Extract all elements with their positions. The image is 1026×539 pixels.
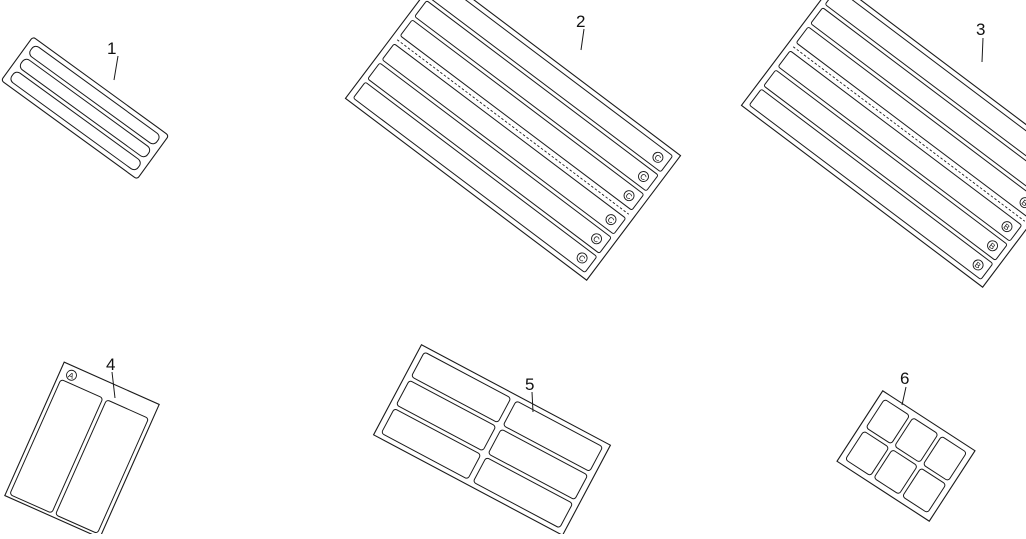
part-6-cell bbox=[895, 418, 938, 462]
svg-text:C: C bbox=[591, 234, 601, 245]
part-3: B B B B B B bbox=[740, 0, 1026, 288]
part-5-panel bbox=[473, 457, 573, 528]
svg-text:B: B bbox=[973, 260, 983, 270]
part-3-mark: B bbox=[987, 240, 998, 251]
callout-2-leader bbox=[580, 28, 585, 51]
callout-3: 3 bbox=[976, 20, 985, 39]
callout-1-leader bbox=[113, 55, 119, 81]
part-5 bbox=[372, 343, 612, 537]
part-6-cell bbox=[866, 399, 910, 444]
callout-4-leader bbox=[111, 371, 116, 399]
part-2-slot bbox=[353, 82, 597, 273]
svg-text:B: B bbox=[1002, 222, 1012, 232]
part-6 bbox=[836, 390, 976, 522]
part-3-slot bbox=[796, 27, 1026, 217]
part-4-panel bbox=[10, 379, 103, 513]
svg-text:C: C bbox=[606, 215, 616, 226]
part-2-slot bbox=[368, 63, 612, 254]
part-2-slot bbox=[400, 20, 644, 210]
part-5-panel bbox=[503, 401, 603, 471]
part-6-cell bbox=[902, 468, 946, 513]
part-3-fold-line bbox=[792, 46, 1026, 222]
part-4: A bbox=[4, 361, 160, 539]
svg-text:C: C bbox=[577, 253, 587, 264]
part-4-panel bbox=[55, 400, 149, 534]
part-6-cell bbox=[845, 431, 889, 476]
callout-6: 6 bbox=[900, 369, 909, 388]
part-6-cell bbox=[874, 450, 917, 494]
part-2-mark: C bbox=[591, 233, 602, 245]
part-4-mark: A bbox=[66, 369, 77, 382]
callout-2: 2 bbox=[576, 12, 585, 31]
svg-text:B: B bbox=[987, 241, 997, 251]
part-2-mark: C bbox=[638, 171, 649, 183]
callout-5: 5 bbox=[525, 375, 534, 394]
part-2-fold-line bbox=[396, 39, 630, 215]
part-3-mark: B bbox=[1019, 197, 1026, 208]
part-1-slot bbox=[29, 45, 160, 145]
callout-4: 4 bbox=[106, 355, 115, 374]
callout-1: 1 bbox=[107, 39, 116, 58]
part-5-panel bbox=[488, 429, 588, 500]
part-5-panel bbox=[381, 409, 481, 479]
part-2-mark: C bbox=[605, 214, 617, 226]
part-2: C C C C C C bbox=[344, 0, 682, 281]
part-3-slot bbox=[778, 51, 1022, 241]
part-1 bbox=[1, 37, 169, 179]
part-1-slot bbox=[10, 71, 141, 171]
callout-3-leader bbox=[981, 37, 984, 63]
part-2-slot bbox=[414, 0, 658, 191]
svg-text:C: C bbox=[624, 191, 634, 202]
part-2-mark: C bbox=[652, 151, 664, 164]
part-1-slot bbox=[19, 58, 151, 158]
svg-text:C: C bbox=[638, 172, 648, 183]
part-2-slot bbox=[429, 0, 673, 172]
part-3-slot bbox=[825, 0, 1026, 179]
part-3-mark: B bbox=[972, 259, 984, 271]
part-3-mark: B bbox=[1001, 221, 1013, 232]
part-5-panel bbox=[411, 352, 511, 423]
part-2-mark: C bbox=[576, 252, 588, 264]
part-2-slot bbox=[382, 44, 626, 234]
part-6-cell bbox=[923, 436, 967, 481]
svg-text:A: A bbox=[67, 371, 76, 382]
part-3-slot bbox=[749, 89, 993, 280]
callout-6-leader bbox=[901, 386, 907, 406]
part-2-mark: C bbox=[623, 190, 635, 202]
part-3-slot bbox=[810, 7, 1026, 198]
part-5-panel bbox=[396, 380, 496, 451]
svg-text:C: C bbox=[653, 153, 663, 164]
svg-text:B: B bbox=[1020, 198, 1026, 208]
part-3-slot bbox=[764, 70, 1008, 261]
callout-5-leader bbox=[531, 391, 534, 413]
